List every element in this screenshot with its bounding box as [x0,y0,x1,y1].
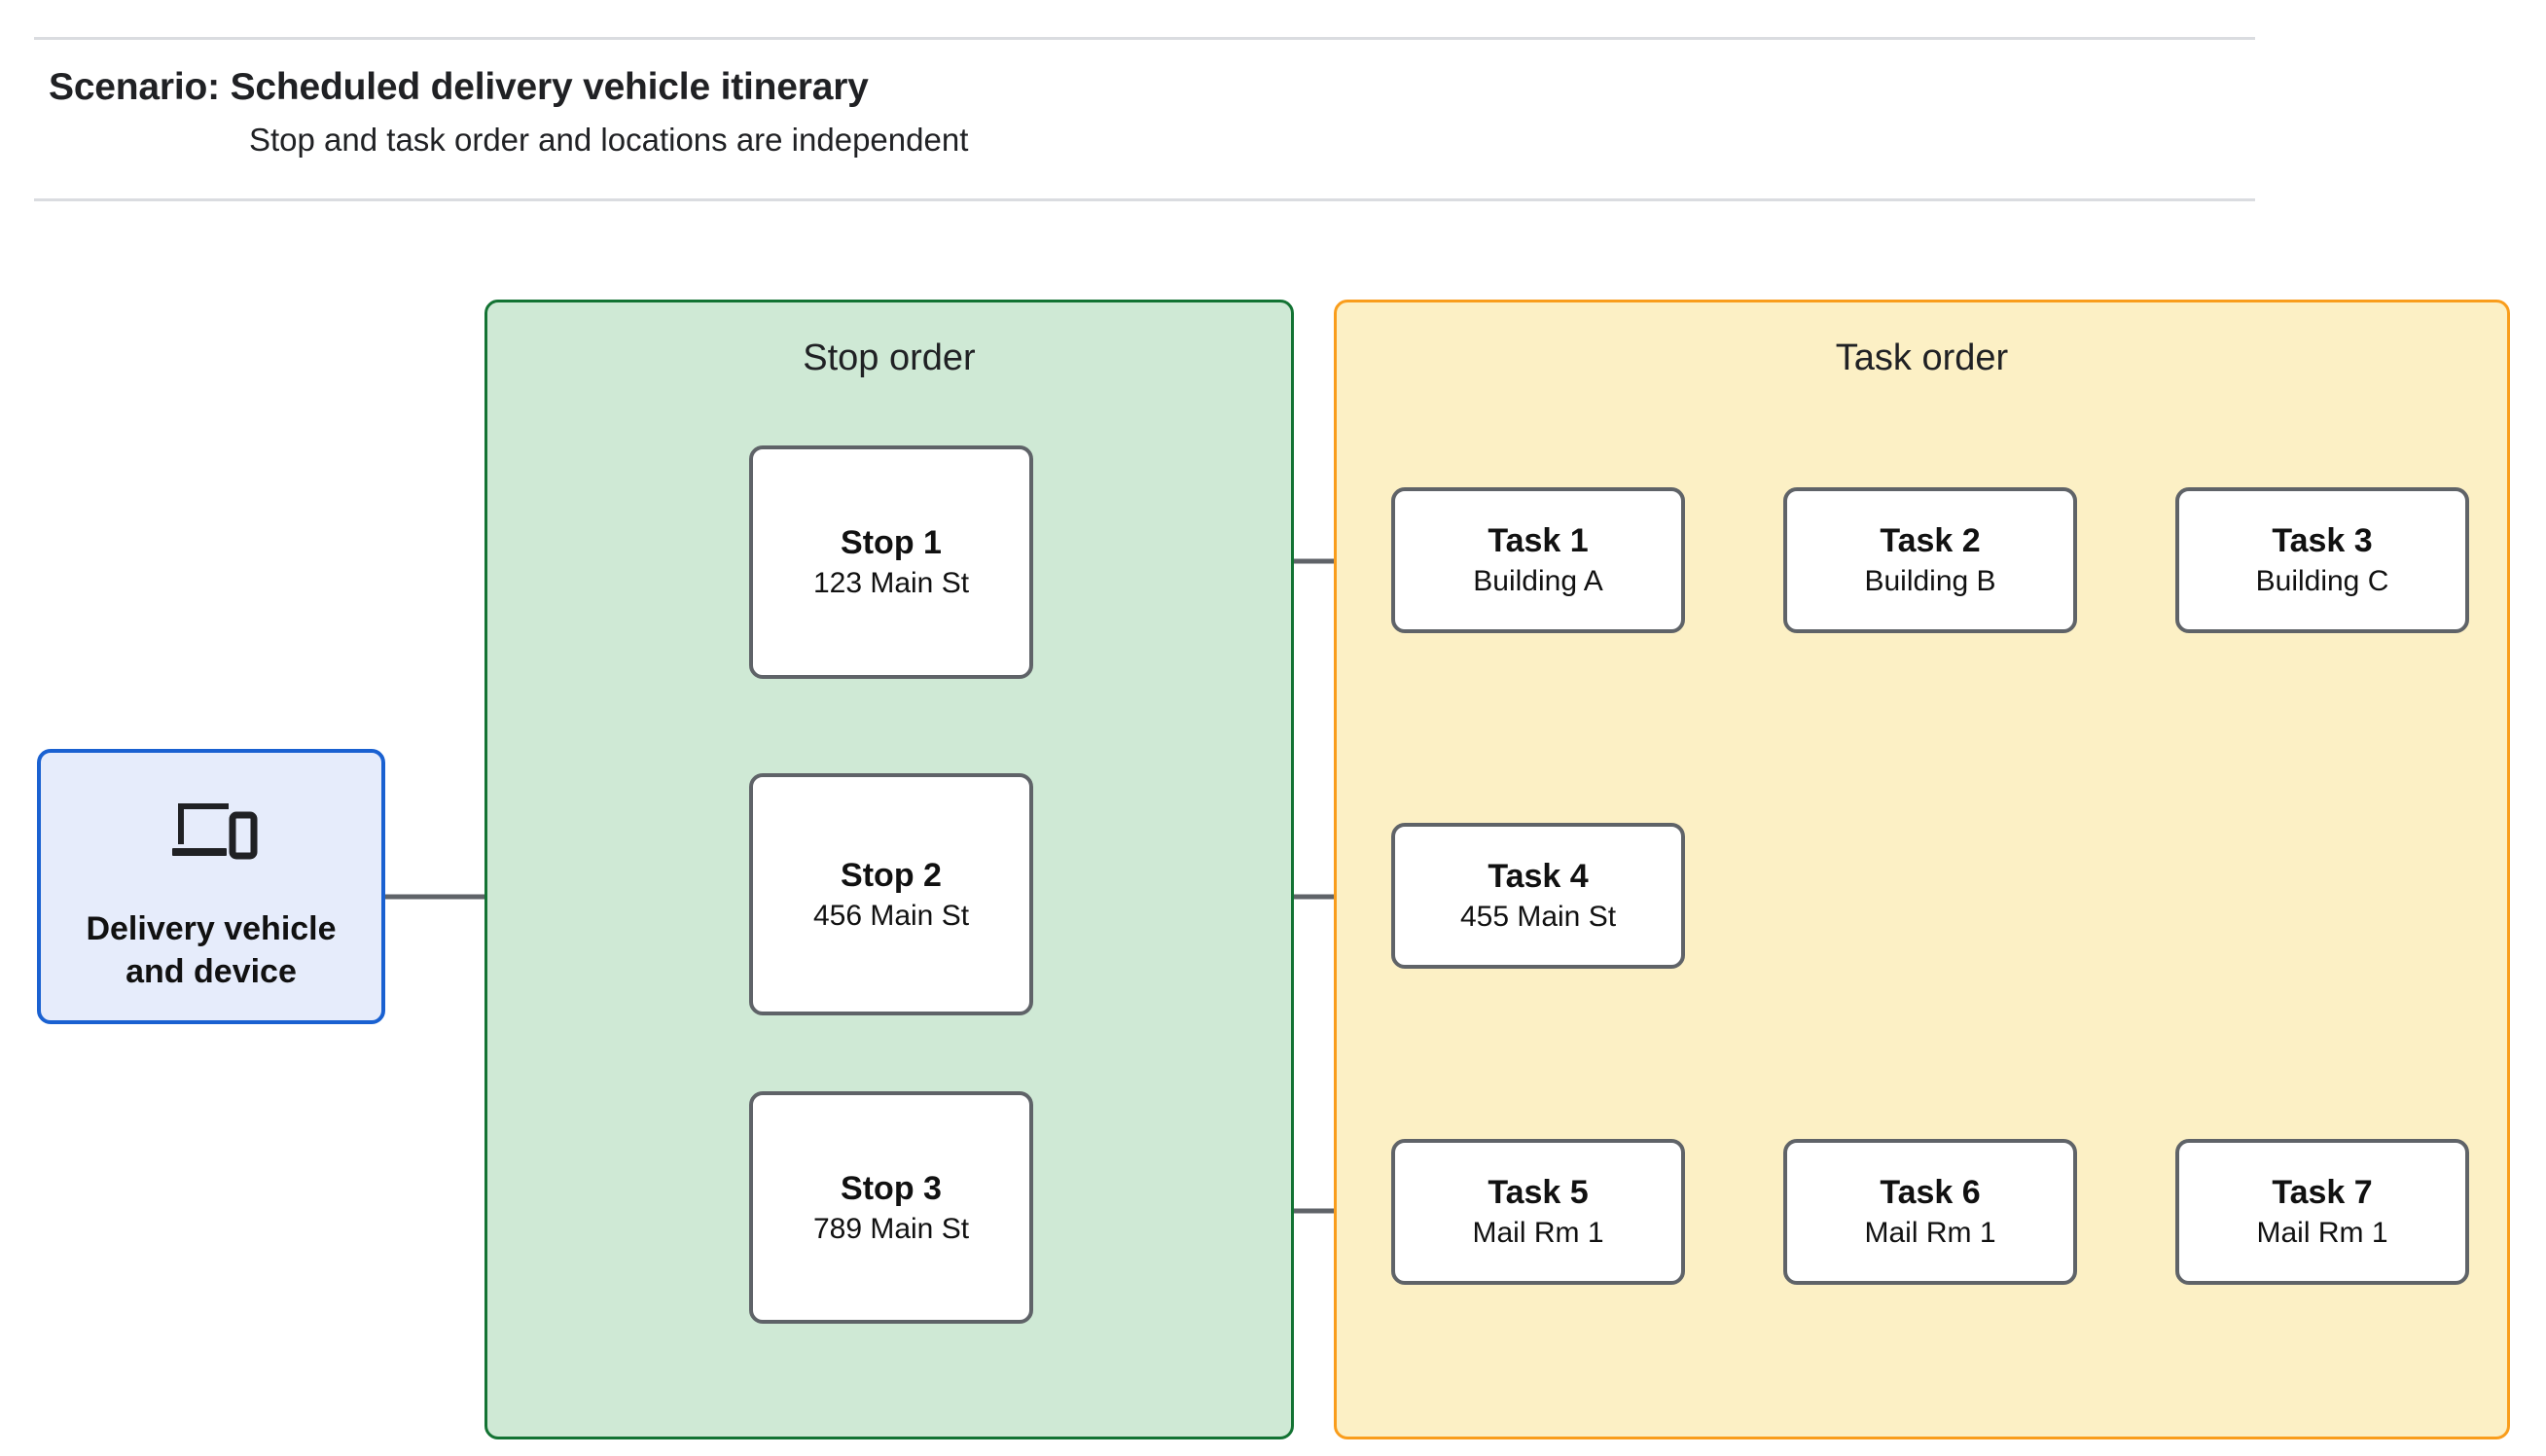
header-rule-top [34,37,2255,40]
task-name: Task 7 [2272,1174,2373,1212]
task-name: Task 5 [1488,1174,1589,1212]
stop-order-title: Stop order [803,337,976,378]
task-location: Building B [1864,565,1996,598]
delivery-vehicle-label: Delivery vehicle and device [86,910,337,990]
task-location: Mail Rm 1 [1472,1217,1604,1250]
task-location: Building A [1473,565,1603,598]
stop-name: Stop 2 [841,856,942,894]
task-name: Task 1 [1488,522,1589,560]
task-node-6[interactable]: Task 6 Mail Rm 1 [1783,1139,2077,1285]
stop-location: 123 Main St [812,567,970,600]
task-node-3[interactable]: Task 3 Building C [2175,487,2469,633]
page-title: Scenario: Scheduled delivery vehicle iti… [49,66,869,108]
stop-name: Stop 1 [841,524,942,562]
task-node-7[interactable]: Task 7 Mail Rm 1 [2175,1139,2469,1285]
stop-name: Stop 3 [841,1169,942,1207]
stop-node-2[interactable]: Stop 2 456 Main St [749,773,1033,1015]
task-location: Mail Rm 1 [2256,1217,2388,1250]
task-node-5[interactable]: Task 5 Mail Rm 1 [1391,1139,1685,1285]
delivery-vehicle-card[interactable]: Delivery vehicle and device [37,749,385,1024]
task-node-2[interactable]: Task 2 Building B [1783,487,2077,633]
task-name: Task 2 [1880,522,1981,560]
stop-node-1[interactable]: Stop 1 123 Main St [749,445,1033,679]
task-name: Task 3 [2272,522,2373,560]
task-name: Task 4 [1488,858,1589,896]
task-location: Building C [2255,565,2389,598]
task-order-title: Task order [1835,337,2009,378]
task-node-4[interactable]: Task 4 455 Main St [1391,823,1685,969]
task-location: 455 Main St [1459,901,1617,934]
devices-icon [172,803,258,860]
task-node-1[interactable]: Task 1 Building A [1391,487,1685,633]
header-rule-bottom [34,198,2255,201]
task-name: Task 6 [1880,1174,1981,1212]
task-location: Mail Rm 1 [1864,1217,1996,1250]
page-subtitle: Stop and task order and locations are in… [249,122,969,158]
stop-location: 789 Main St [812,1212,970,1245]
stop-location: 456 Main St [812,899,970,932]
stop-node-3[interactable]: Stop 3 789 Main St [749,1091,1033,1324]
